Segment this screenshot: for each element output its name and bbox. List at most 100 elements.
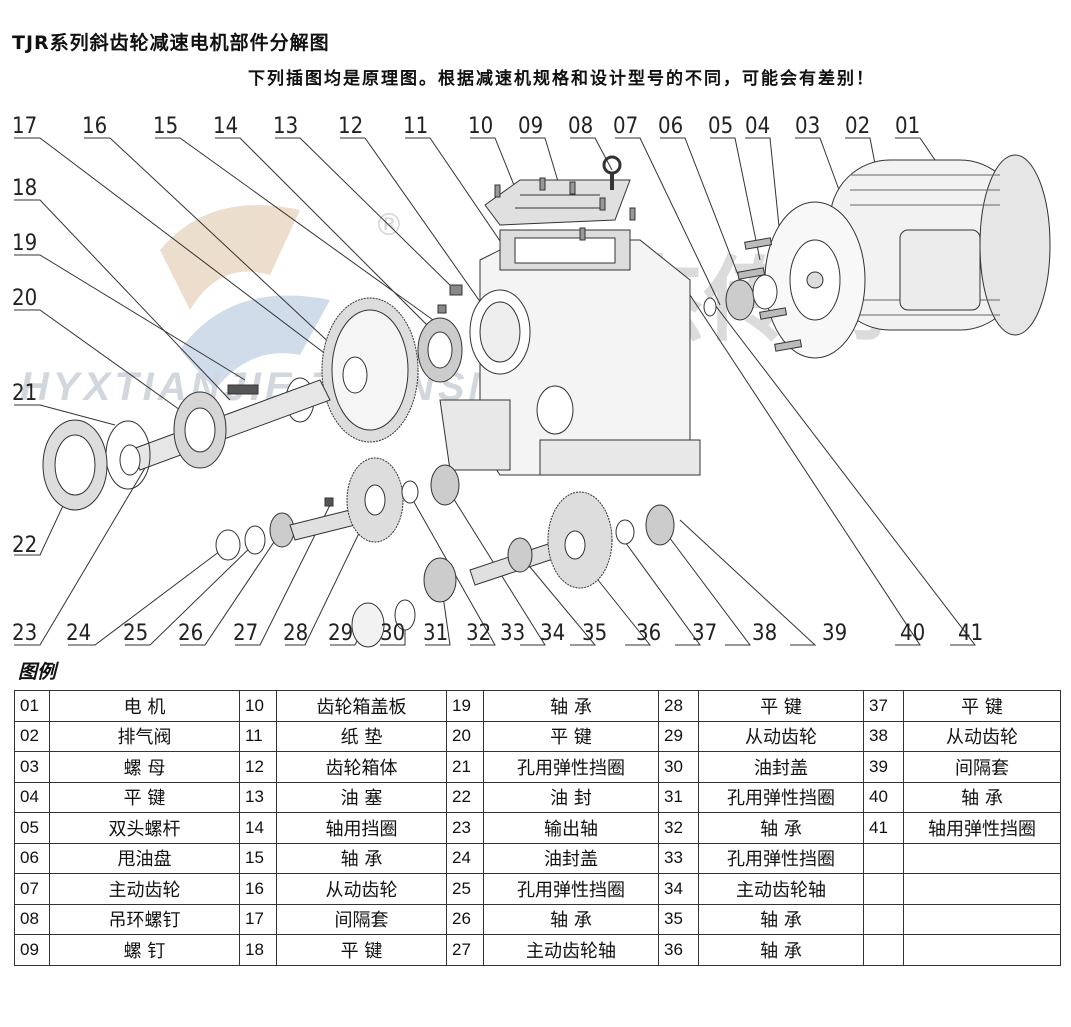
callout-02: 02 [845,114,870,139]
pinion-gear-part-07 [703,274,778,321]
legend-code: 26 [446,903,484,935]
legend-code [863,842,904,874]
legend-part-name: 轴 承 [483,690,659,722]
legend-part-name: 输出轴 [483,812,659,844]
callout-26: 26 [178,621,203,646]
callout-06: 06 [658,114,683,139]
legend-code: 29 [658,720,699,752]
callout-16: 16 [82,114,107,139]
legend-part-name: 平 键 [276,934,447,966]
driven-gear-part-16 [321,297,419,443]
legend-part-name [903,903,1061,935]
legend-code: 28 [658,690,699,722]
legend-code: 19 [446,690,484,722]
callout-18: 18 [12,176,37,201]
legend-code: 15 [239,842,277,874]
callout-05: 05 [708,114,733,139]
legend-code: 30 [658,751,699,783]
legend-code: 35 [658,903,699,935]
callout-27: 27 [233,621,258,646]
legend-code: 20 [446,720,484,752]
legend-part-name: 平 键 [698,690,864,722]
bearing-part-15 [417,317,463,383]
legend-part-name [903,842,1061,874]
legend-part-name: 轴 承 [698,812,864,844]
callout-01: 01 [895,114,920,139]
legend-part-name: 孔用弹性挡圈 [698,781,864,813]
legend-part-name: 间隔套 [903,751,1061,783]
callout-04: 04 [745,114,770,139]
legend-part-name: 间隔套 [276,903,447,935]
legend-part-name [903,934,1061,966]
legend-part-name: 油封盖 [483,842,659,874]
legend-code: 10 [239,690,277,722]
legend-code: 06 [14,842,50,874]
legend-code: 22 [446,781,484,813]
callout-29: 29 [328,621,353,646]
legend-code: 24 [446,842,484,874]
oil-plug-part-13 [437,284,463,314]
legend-code: 36 [658,934,699,966]
callout-12: 12 [338,114,363,139]
legend-part-name: 油 封 [483,781,659,813]
legend-part-name: 孔用弹性挡圈 [698,842,864,874]
legend-part-name: 孔用弹性挡圈 [483,751,659,783]
legend-part-name: 轴用挡圈 [276,812,447,844]
legend-code: 21 [446,751,484,783]
callout-28: 28 [283,621,308,646]
legend-code: 16 [239,873,277,905]
legend-code: 32 [658,812,699,844]
output-shaft-part-23 [119,379,331,476]
legend-part-name: 排气阀 [49,720,240,752]
brand-logo-icon [160,205,330,390]
legend-part-name: 甩油盘 [49,842,240,874]
legend-part-name: 从动齿轮 [903,720,1061,752]
callout-20: 20 [12,286,37,311]
legend-part-name: 从动齿轮 [276,873,447,905]
callout-15: 15 [153,114,178,139]
callout-14: 14 [213,114,238,139]
legend-part-name: 齿轮箱盖板 [276,690,447,722]
callout-07: 07 [613,114,638,139]
legend-code: 34 [658,873,699,905]
legend-part-name: 电 机 [49,690,240,722]
exploded-view-diagram: ® 天杰传动 HYXTIANJIE TRANSMISSION [12,114,1051,648]
callout-34: 34 [540,621,565,646]
legend-code: 12 [239,751,277,783]
legend-code: 17 [239,903,277,935]
legend-part-name: 纸 垫 [276,720,447,752]
callout-03: 03 [795,114,820,139]
callout-30: 30 [380,621,405,646]
legend-code: 38 [863,720,904,752]
legend-part-name: 轴 承 [483,903,659,935]
legend-part-name: 平 键 [49,781,240,813]
callout-38: 38 [752,621,777,646]
legend-code: 03 [14,751,50,783]
callout-41: 41 [958,621,983,646]
callout-21: 21 [12,381,37,406]
studs-part-05 [737,237,803,352]
legend-code: 40 [863,781,904,813]
legend-part-name: 螺 钉 [49,934,240,966]
oil-seal-part-22 [42,419,108,511]
screws-part-09 [494,177,636,241]
legend-code: 09 [14,934,50,966]
page-title: TJR系列斜齿轮减速电机部件分解图 [12,32,330,54]
legend-code: 01 [14,690,50,722]
legend-code: 25 [446,873,484,905]
legend-code: 41 [863,812,904,844]
legend-part-name: 双头螺杆 [49,812,240,844]
gearbox-housing-part-12 [439,229,701,476]
legend-part-name: 油 塞 [276,781,447,813]
legend-part-name: 主动齿轮轴 [698,873,864,905]
legend-part-name: 平 键 [903,690,1061,722]
